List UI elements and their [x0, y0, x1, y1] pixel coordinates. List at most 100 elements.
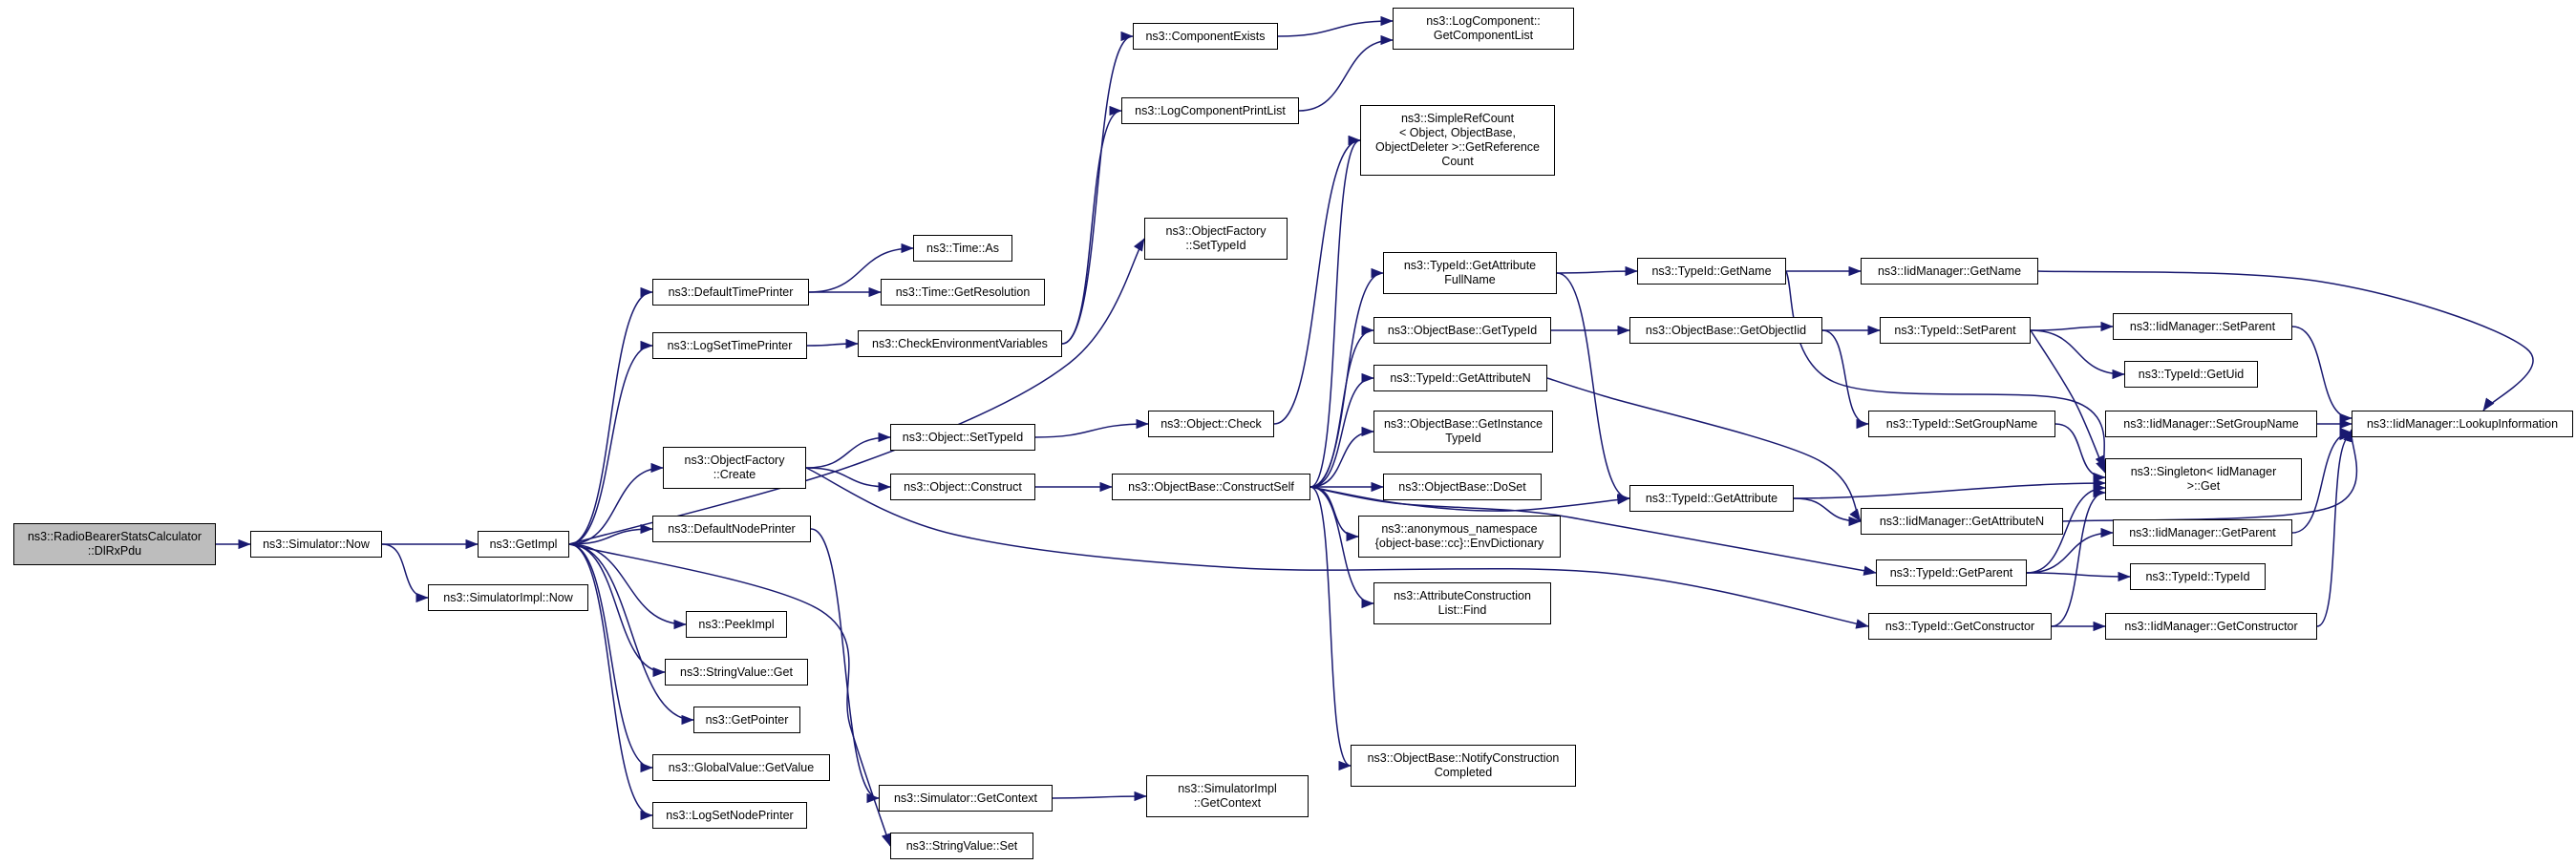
edge-simgetcontext-to-simimplgetcontext: [1052, 791, 1147, 802]
edge-getimpl-to-logsetnodeprinter: [568, 543, 653, 821]
node-iidsetparent[interactable]: ns3::IidManager::SetParent: [2113, 313, 2292, 340]
edge-getimpl-to-peekimpl: [568, 543, 687, 630]
node-simgetcontext[interactable]: ns3::Simulator::GetContext: [879, 785, 1053, 812]
edge-getimpl-to-defaultnodeprinter: [568, 523, 653, 545]
node-logsettimeprinter[interactable]: ns3::LogSetTimePrinter: [652, 332, 807, 359]
edge-constructself-to-aclfind: [1309, 486, 1374, 609]
edge-defaultnodeprinter-to-simgetcontext: [810, 528, 880, 804]
edge-constructself-to-tidgetparent: [1309, 486, 1877, 576]
node-getinsttypeid[interactable]: ns3::ObjectBase::GetInstance TypeId: [1373, 411, 1553, 453]
node-objconstruct[interactable]: ns3::Object::Construct: [890, 474, 1035, 500]
edge-tidgetparent-to-tidtypeid: [2026, 571, 2131, 582]
node-iidgetctor[interactable]: ns3::IidManager::GetConstructor: [2105, 613, 2317, 640]
edge-objsettypeid-to-objcheck: [1034, 418, 1149, 438]
node-getpointer[interactable]: ns3::GetPointer: [693, 707, 800, 733]
node-aclfind[interactable]: ns3::AttributeConstruction List::Find: [1373, 582, 1551, 624]
edge-getattrfullname-to-tidgetattr: [1556, 272, 1630, 504]
edge-ofcreate-to-tidgetctor: [805, 467, 1869, 629]
edge-compexists-to-getcomplist: [1277, 15, 1394, 37]
node-objsettypeid[interactable]: ns3::Object::SetTypeId: [890, 424, 1035, 451]
node-tidsetgroup[interactable]: ns3::TypeId::SetGroupName: [1868, 411, 2055, 437]
node-constructself[interactable]: ns3::ObjectBase::ConstructSelf: [1112, 474, 1310, 500]
edge-constructself-to-getrefcount: [1309, 135, 1361, 488]
node-tidgetuid[interactable]: ns3::TypeId::GetUid: [2124, 361, 2258, 388]
edge-tidgetname-to-singletonget: [1785, 270, 2106, 469]
node-defaultnodeprinter[interactable]: ns3::DefaultNodePrinter: [652, 516, 811, 542]
edge-getattrfullname-to-tidgetname: [1556, 265, 1638, 277]
node-getcomplist[interactable]: ns3::LogComponent:: GetComponentList: [1393, 8, 1574, 50]
node-envdict[interactable]: ns3::anonymous_namespace {object-base::c…: [1358, 516, 1561, 558]
edge-constructself-to-tidgetattr: [1309, 486, 1630, 512]
node-tidtypeid[interactable]: ns3::TypeId::TypeId: [2130, 563, 2266, 590]
edge-checkenv-to-logcompprint: [1061, 105, 1122, 345]
node-doset[interactable]: ns3::ObjectBase::DoSet: [1383, 474, 1542, 500]
node-offsettypeid[interactable]: ns3::ObjectFactory ::SetTypeId: [1144, 218, 1288, 260]
node-gvgetvalue[interactable]: ns3::GlobalValue::GetValue: [652, 754, 830, 781]
edge-objcheck-to-getrefcount: [1273, 135, 1361, 425]
edge-iidgetctor-to-lookupinfo: [2316, 430, 2352, 627]
node-singletonget[interactable]: ns3::Singleton< IidManager >::Get: [2105, 458, 2302, 500]
node-getrefcount[interactable]: ns3::SimpleRefCount < Object, ObjectBase…: [1360, 105, 1555, 176]
edge-getobjectiid-to-tidsetgroup: [1821, 329, 1869, 430]
edge-tidsetgroup-to-singletonget: [2054, 423, 2106, 483]
edge-checkenv-to-compexists: [1061, 31, 1134, 345]
node-iidgetname[interactable]: ns3::IidManager::GetName: [1861, 258, 2038, 285]
node-svset[interactable]: ns3::StringValue::Set: [890, 833, 1033, 859]
node-tidgetctor[interactable]: ns3::TypeId::GetConstructor: [1868, 613, 2052, 640]
edge-tidgetattr-to-iidgetattrn: [1793, 497, 1862, 527]
edge-ofcreate-to-objsettypeid: [805, 432, 891, 469]
node-logcompprint[interactable]: ns3::LogComponentPrintList: [1121, 97, 1299, 124]
edge-iidsetparent-to-lookupinfo: [2291, 326, 2352, 424]
node-iidsetgroup[interactable]: ns3::IidManager::SetGroupName: [2105, 411, 2317, 437]
node-tidgetattrn[interactable]: ns3::TypeId::GetAttributeN: [1373, 365, 1547, 391]
node-dlrxpdu: ns3::RadioBearerStatsCalculator ::DlRxPd…: [13, 523, 216, 565]
edge-tidgetparent-to-iidgetparent: [2026, 527, 2114, 574]
edge-constructself-to-tidgetattrn: [1309, 372, 1374, 488]
edge-logcompprint-to-getcomplist: [1298, 34, 1394, 112]
node-getobjectiid[interactable]: ns3::ObjectBase::GetObjectIid: [1629, 317, 1822, 344]
edge-simnow-to-simimplnow: [381, 543, 429, 603]
edge-constructself-to-notifycc: [1309, 486, 1352, 771]
node-defaulttimeprinter[interactable]: ns3::DefaultTimePrinter: [652, 279, 809, 306]
node-logsetnodeprinter[interactable]: ns3::LogSetNodePrinter: [652, 802, 807, 829]
edge-constructself-to-getinsttypeid: [1309, 426, 1374, 488]
edge-tidgetattr-to-singletonget: [1793, 477, 2106, 499]
node-getattrfullname[interactable]: ns3::TypeId::GetAttribute FullName: [1383, 252, 1557, 294]
node-timeas[interactable]: ns3::Time::As: [913, 235, 1012, 262]
edge-constructself-to-obgettypeid: [1309, 325, 1374, 488]
node-simimplnow[interactable]: ns3::SimulatorImpl::Now: [428, 584, 588, 611]
edge-getimpl-to-ofcreate: [568, 462, 664, 545]
edge-tidsetparent-to-iidsetparent: [2030, 321, 2114, 332]
edge-tidgetparent-to-singletonget: [2026, 482, 2106, 574]
node-tidsetparent[interactable]: ns3::TypeId::SetParent: [1880, 317, 2031, 344]
node-compexists[interactable]: ns3::ComponentExists: [1133, 23, 1278, 50]
node-simnow[interactable]: ns3::Simulator::Now: [250, 531, 382, 558]
node-svget[interactable]: ns3::StringValue::Get: [665, 659, 808, 686]
node-tidgetname[interactable]: ns3::TypeId::GetName: [1637, 258, 1786, 285]
node-notifycc[interactable]: ns3::ObjectBase::NotifyConstruction Comp…: [1351, 745, 1576, 787]
edge-defaulttimeprinter-to-timeas: [808, 243, 914, 293]
node-iidgetattrn[interactable]: ns3::IidManager::GetAttributeN: [1861, 508, 2063, 535]
node-simimplgetcontext[interactable]: ns3::SimulatorImpl ::GetContext: [1146, 775, 1309, 817]
node-peekimpl[interactable]: ns3::PeekImpl: [686, 611, 787, 638]
node-objcheck[interactable]: ns3::Object::Check: [1148, 411, 1274, 437]
edge-tidsetparent-to-tidgetuid: [2030, 329, 2125, 380]
edge-tidgetattrn-to-iidgetattrn: [1546, 377, 1862, 522]
edge-logsettimeprinter-to-checkenv: [806, 338, 859, 349]
edge-getimpl-to-svset: [568, 543, 891, 847]
node-iidgetparent[interactable]: ns3::IidManager::GetParent: [2113, 519, 2292, 546]
node-obgettypeid[interactable]: ns3::ObjectBase::GetTypeId: [1373, 317, 1551, 344]
node-getimpl[interactable]: ns3::GetImpl: [478, 531, 569, 558]
edge-getimpl-to-gvgetvalue: [568, 543, 653, 773]
node-tidgetparent[interactable]: ns3::TypeId::GetParent: [1876, 559, 2027, 586]
node-lookupinfo[interactable]: ns3::IidManager::LookupInformation: [2352, 411, 2573, 437]
edge-ofcreate-to-objconstruct: [805, 467, 891, 493]
node-checkenv[interactable]: ns3::CheckEnvironmentVariables: [858, 330, 1062, 357]
node-ofcreate[interactable]: ns3::ObjectFactory ::Create: [663, 447, 806, 489]
edge-getimpl-to-defaulttimeprinter: [568, 286, 653, 545]
edge-getimpl-to-logsettimeprinter: [568, 340, 653, 545]
node-timegetres[interactable]: ns3::Time::GetResolution: [881, 279, 1045, 306]
edge-iidgetname-to-lookupinfo: [2037, 270, 2534, 411]
node-tidgetattr[interactable]: ns3::TypeId::GetAttribute: [1629, 485, 1794, 512]
